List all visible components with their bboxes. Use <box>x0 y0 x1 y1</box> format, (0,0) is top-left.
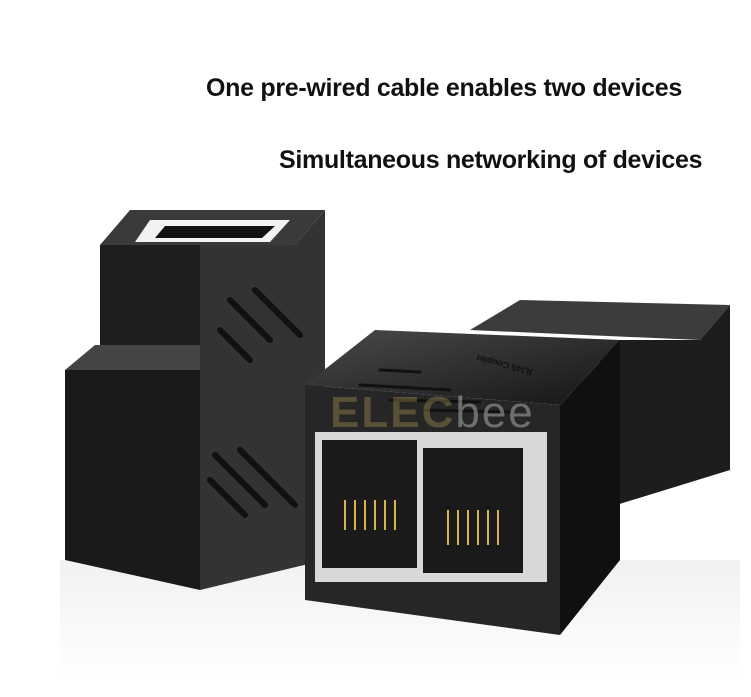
front-coupler: RJ45 Coupler <box>305 330 620 635</box>
watermark-bold: ELEC <box>330 388 456 437</box>
watermark: ELECbee <box>330 388 535 438</box>
headline-caption: One pre-wired cable enables two devices <box>206 74 682 102</box>
watermark-light: bee <box>455 388 535 437</box>
left-coupler <box>65 210 325 590</box>
subheadline-caption: Simultaneous networking of devices <box>279 146 703 174</box>
